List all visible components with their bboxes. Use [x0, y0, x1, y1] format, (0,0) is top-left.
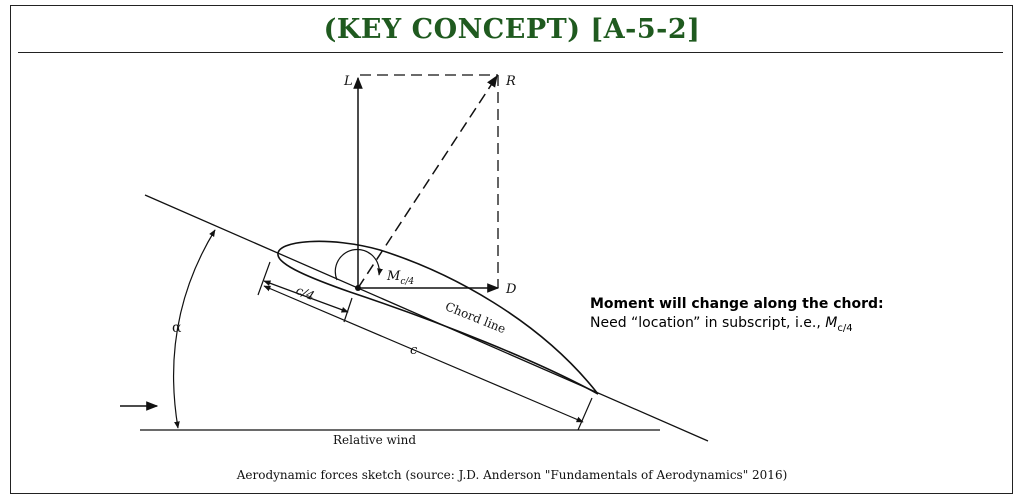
resultant-label: R — [505, 74, 516, 89]
alpha-arc — [172, 229, 216, 429]
moment-label: Mc/4 — [386, 269, 414, 287]
quarter-chord-point — [355, 285, 361, 291]
title-divider — [18, 52, 1003, 53]
drag-label: D — [505, 282, 517, 297]
moment-note: Moment will change along the chord: Need… — [590, 295, 884, 338]
moment-arc — [334, 248, 383, 281]
slide-title: (KEY CONCEPT) [A-5-2] — [323, 14, 701, 45]
lift-label: L — [343, 74, 353, 89]
quarter-chord-label: c/4 — [294, 283, 316, 303]
alpha-label: α — [172, 320, 182, 336]
note-heading: Moment will change along the chord: — [590, 296, 884, 312]
quarter-chord-tick-left — [257, 261, 271, 296]
chord-tick-right — [577, 397, 593, 431]
chord-dimension — [263, 285, 584, 423]
figure-caption: Aerodynamic forces sketch (source: J.D. … — [236, 468, 788, 482]
note-body: Need “location” in subscript, i.e., Mc/4 — [590, 314, 884, 338]
note-symbol-subscript: c/4 — [837, 322, 853, 334]
airfoil-shape — [277, 240, 599, 395]
relative-wind-label: Relative wind — [333, 433, 416, 447]
chord-length-label: c — [410, 343, 418, 358]
note-symbol: M — [825, 315, 838, 331]
quarter-chord-tick-right — [343, 297, 353, 323]
resultant-vector — [357, 74, 498, 289]
note-text: Need “location” in subscript, i.e., — [590, 315, 826, 331]
